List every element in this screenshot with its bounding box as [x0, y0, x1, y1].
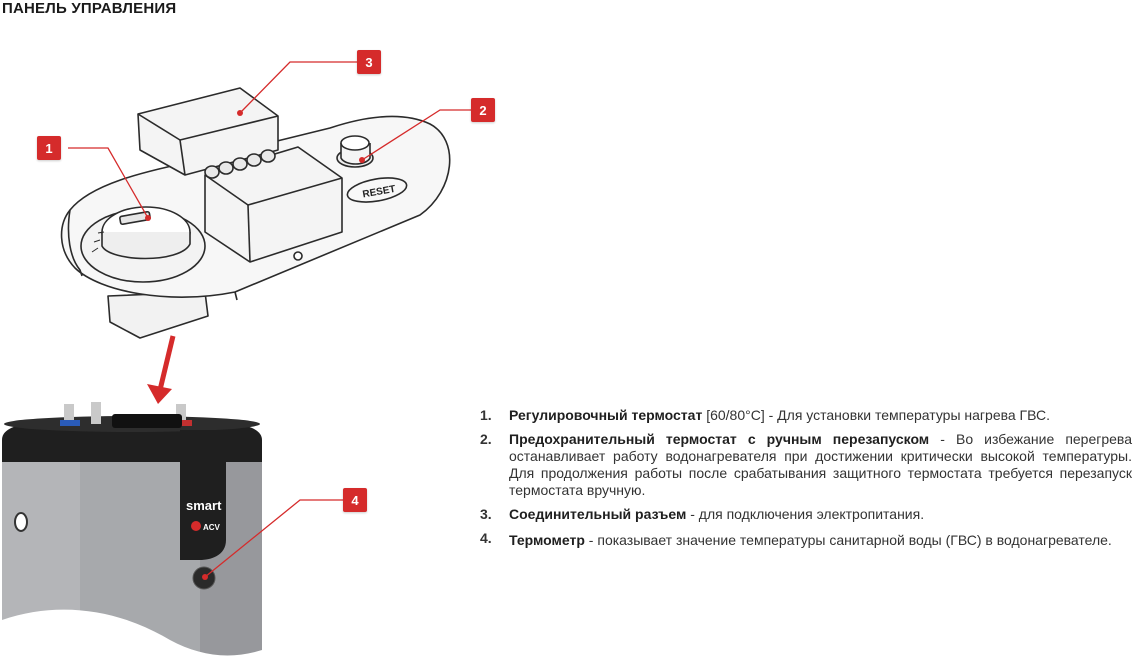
legend-term: Регулировочный термостат: [509, 407, 703, 423]
callout-dots: [145, 110, 365, 580]
legend-list: 1. Регулировочный термостат [60/80°С] - …: [480, 407, 1132, 558]
legend-number: 3.: [480, 506, 492, 522]
legend-number: 2.: [480, 431, 492, 447]
control-panel-drawing: [60, 87, 451, 339]
maker-logo: ACV: [191, 521, 221, 532]
svg-text:ACV: ACV: [203, 523, 221, 532]
water-heater: [2, 402, 262, 668]
legend-term: Термометр: [509, 532, 585, 548]
brand-logo: smart: [186, 498, 222, 513]
legend-description: - Во избежание перегрева останавливает р…: [509, 431, 1132, 498]
legend-item: 1. Регулировочный термостат [60/80°С] - …: [480, 407, 1132, 424]
legend-description: - показывает значение температуры санита…: [584, 532, 1112, 548]
legend-description: [60/80°С] - Для установки температуры на…: [702, 407, 1051, 423]
callout-badge-3: 3: [357, 50, 381, 74]
callout-badge-4: 4: [343, 488, 367, 512]
legend-term: Соединительный разъем: [509, 506, 687, 522]
legend-item: 4. Термометр - показывает значение темпе…: [480, 530, 1132, 551]
callout-badge-1: 1: [37, 136, 61, 160]
legend-item: 2. Предохранительный термостат с ручным …: [480, 431, 1132, 499]
legend-number: 1.: [480, 407, 492, 423]
callout-lines: [68, 61, 471, 578]
legend-description: - для подключения электропитания.: [686, 506, 925, 522]
legend-term: Предохранительный термостат с ручным пер…: [509, 431, 930, 447]
legend-number: 4.: [480, 530, 492, 546]
page-title: ПАНЕЛЬ УПРАВЛЕНИЯ: [2, 0, 177, 17]
callout-badge-2: 2: [471, 98, 495, 122]
legend-item: 3. Соединительный разъем - для подключен…: [480, 506, 1132, 523]
down-arrow: [147, 335, 176, 404]
